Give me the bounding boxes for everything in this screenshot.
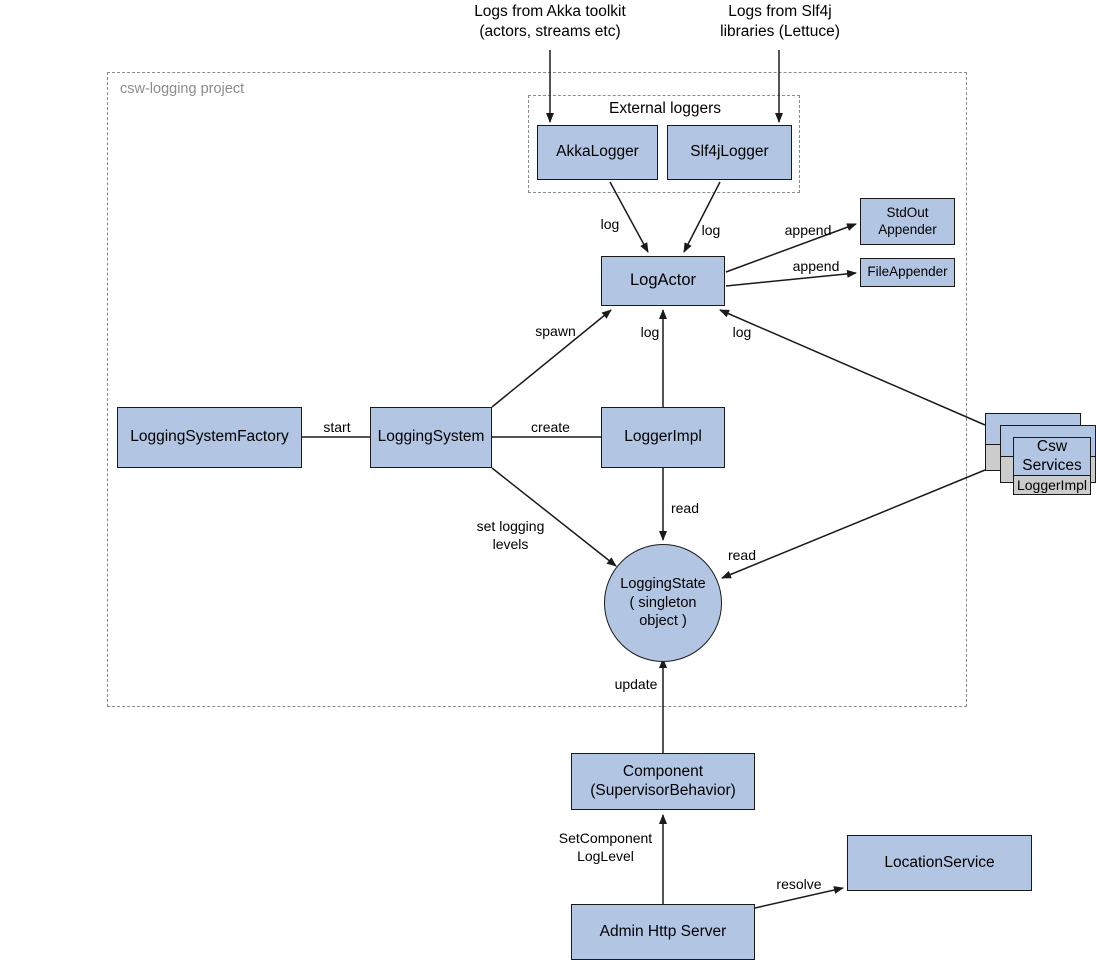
edge-label-loggerimpl-to-logactor: log xyxy=(640,324,660,340)
edge-label-system-to-state: set logging levels xyxy=(476,518,545,552)
edge-label-logactor-to-file: append xyxy=(792,258,840,274)
edge-label-slf4j-to-logactor: log xyxy=(701,222,721,238)
node-slf4j-logger[interactable]: Slf4jLogger xyxy=(667,125,792,180)
group-external-loggers-label: External loggers xyxy=(609,100,722,117)
node-stdout-appender[interactable]: StdOut Appender xyxy=(860,198,955,245)
node-log-actor[interactable]: LogActor xyxy=(601,256,725,306)
csw-services-logger-impl-label: LoggerImpl xyxy=(1014,475,1090,494)
edge-label-logactor-to-stdout: append xyxy=(784,222,832,238)
node-logging-system-factory[interactable]: LoggingSystemFactory xyxy=(117,407,302,468)
group-csw-logging-project-label: csw-logging project xyxy=(120,81,245,97)
edge-label-loggerimpl-to-state: read xyxy=(670,500,700,516)
node-component[interactable]: Component (SupervisorBehavior) xyxy=(571,753,755,810)
external-input-akka: Logs from Akka toolkit (actors, streams … xyxy=(474,3,626,41)
edge-label-cswservices-to-state: read xyxy=(727,547,757,563)
edge-label-akka-to-logactor: log xyxy=(600,216,620,232)
edge-label-system-to-loggerimpl: create xyxy=(531,419,570,435)
edge-label-factory-to-system: start xyxy=(323,419,351,435)
edge-label-system-to-logactor-spawn: spawn xyxy=(535,323,576,339)
edge-label-adminhttp-to-component: SetComponent LogLevel xyxy=(558,830,653,864)
node-logging-state[interactable]: LoggingState ( singleton object ) xyxy=(604,544,722,662)
node-file-appender[interactable]: FileAppender xyxy=(860,258,955,287)
node-akka-logger[interactable]: AkkaLogger xyxy=(537,125,658,180)
group-external-loggers xyxy=(528,95,800,193)
node-logging-system[interactable]: LoggingSystem xyxy=(370,407,492,468)
edge-label-component-to-state: update xyxy=(614,676,658,692)
edge-label-cswservices-to-logactor: log xyxy=(732,324,752,340)
node-csw-services[interactable]: Csw Services LoggerImpl xyxy=(1013,437,1091,495)
node-location-service[interactable]: LocationService xyxy=(847,835,1032,891)
csw-services-label: Csw Services xyxy=(1022,438,1082,474)
node-admin-http-server[interactable]: Admin Http Server xyxy=(571,904,755,960)
external-input-slf4j: Logs from Slf4j libraries (Lettuce) xyxy=(720,3,840,41)
edge-label-adminhttp-to-location: resolve xyxy=(776,876,822,892)
node-logger-impl[interactable]: LoggerImpl xyxy=(601,407,725,468)
